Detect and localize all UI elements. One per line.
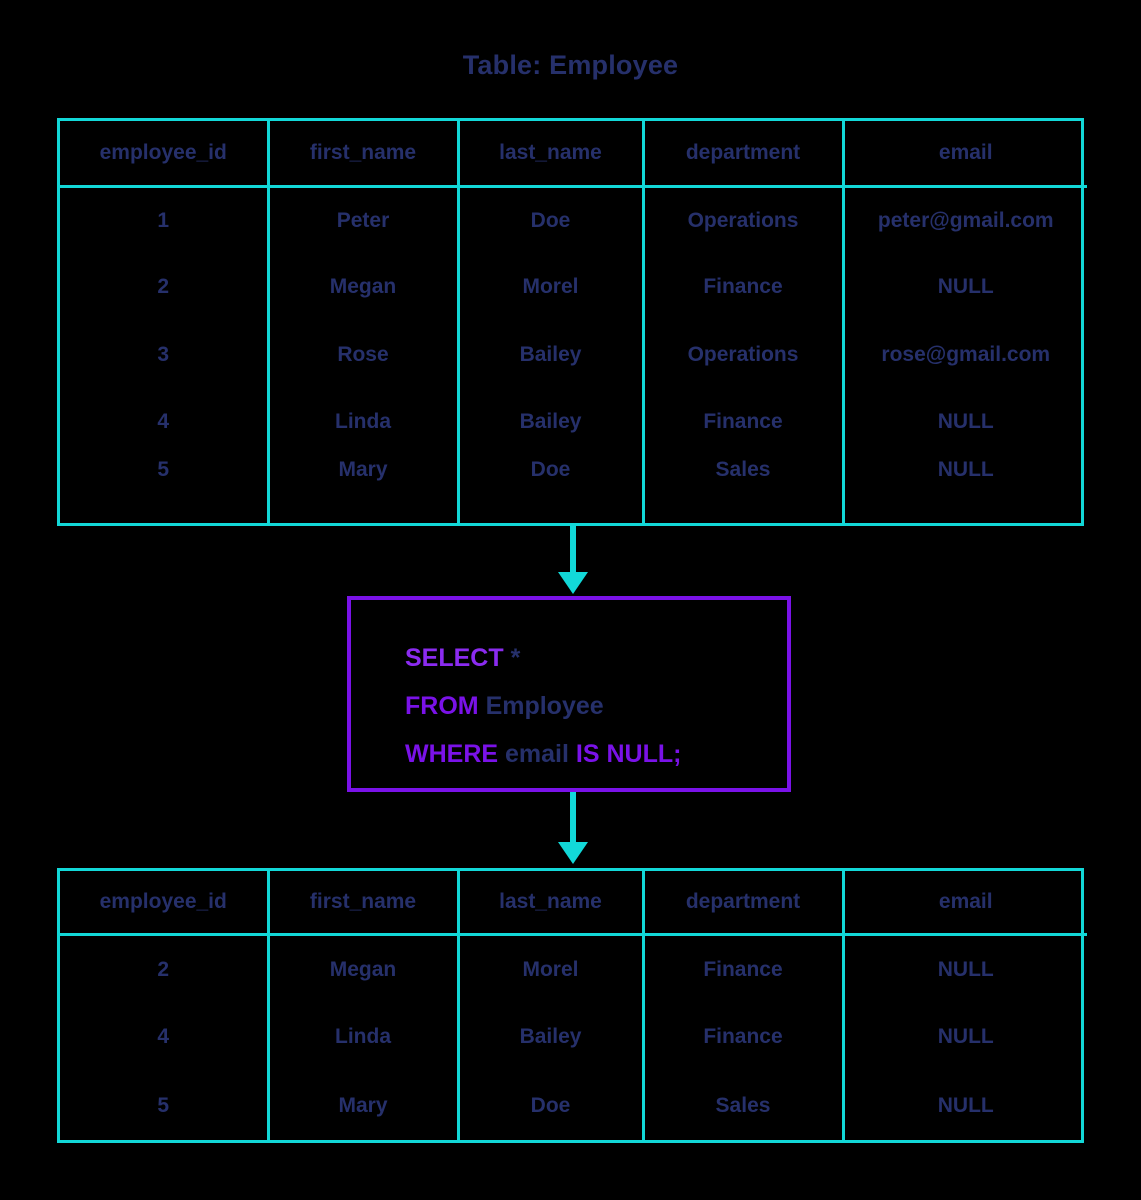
cell-department: Finance [641,934,845,1003]
sql-column-name: email [505,740,569,768]
source-table-body: 1 Peter Doe Operations peter@gmail.com 2… [60,186,1087,523]
table-row: 4 Linda Bailey Finance NULL [60,388,1087,456]
cell-first-name: Mary [266,455,460,523]
cell-email: NULL [841,455,1087,523]
cell-employee-id: 1 [60,186,270,254]
cell-last-name: Doe [456,455,645,523]
arrow-head [558,572,588,594]
cell-employee-id: 5 [60,455,270,523]
column-header-email: email [841,871,1087,936]
table-row: 2 Megan Morel Finance NULL [60,253,1087,322]
sql-line-select: SELECT * [405,634,681,682]
cell-department: Finance [641,388,845,456]
cell-department: Operations [641,321,845,389]
sql-keyword-where: WHERE [405,740,499,768]
cell-employee-id: 2 [60,934,270,1003]
sql-query-box: SELECT * FROM Employee WHERE email IS NU… [347,596,791,792]
cell-first-name: Peter [266,186,460,254]
column-header-department: department [641,121,845,188]
result-table-header: employee_id first_name last_name departm… [60,871,1087,936]
column-header-employee-id: employee_id [60,871,270,936]
cell-employee-id: 4 [60,388,270,456]
sql-line-where: WHERE email IS NULL; [405,730,681,778]
cell-first-name: Linda [266,388,460,456]
cell-last-name: Bailey [456,1003,645,1072]
cell-first-name: Mary [266,1071,460,1140]
table-header-row: employee_id first_name last_name departm… [60,871,1087,936]
cell-last-name: Bailey [456,321,645,389]
column-header-last-name: last_name [456,871,645,936]
sql-line-from: FROM Employee [405,682,681,730]
column-header-email: email [841,121,1087,188]
cell-department: Sales [641,1071,845,1140]
cell-employee-id: 3 [60,321,270,389]
cell-email: rose@gmail.com [841,321,1087,389]
cell-last-name: Doe [456,1071,645,1140]
source-table-grid: employee_id first_name last_name departm… [60,121,1087,523]
sql-keyword-is-null: IS NULL [575,740,674,768]
cell-department: Operations [641,186,845,254]
table-row: 3 Rose Bailey Operations rose@gmail.com [60,321,1087,389]
sql-keyword-from: FROM [405,692,479,720]
result-table-grid: employee_id first_name last_name departm… [60,871,1087,1140]
cell-employee-id: 4 [60,1003,270,1072]
cell-first-name: Megan [266,253,460,322]
down-arrow-icon [553,792,593,868]
table-row: 4 Linda Bailey Finance NULL [60,1003,1087,1072]
cell-first-name: Rose [266,321,460,389]
sql-query-text: SELECT * FROM Employee WHERE email IS NU… [405,634,681,778]
sql-table-name: Employee [485,692,604,720]
table-row: 5 Mary Doe Sales NULL [60,1071,1087,1140]
sql-star-operand: * [510,644,521,672]
arrow-head [558,842,588,864]
cell-email: NULL [841,253,1087,322]
column-header-department: department [641,871,845,936]
cell-email: NULL [841,1071,1087,1140]
cell-email: NULL [841,388,1087,456]
table-header-row: employee_id first_name last_name departm… [60,121,1087,188]
sql-terminator: ; [673,740,682,768]
cell-employee-id: 2 [60,253,270,322]
down-arrow-icon [553,526,593,596]
sql-keyword-select: SELECT [405,644,504,672]
source-table: employee_id first_name last_name departm… [57,118,1087,526]
cell-email: peter@gmail.com [841,186,1087,254]
cell-department: Finance [641,253,845,322]
table-row: 5 Mary Doe Sales NULL [60,455,1087,523]
cell-department: Finance [641,1003,845,1072]
cell-department: Sales [641,455,845,523]
cell-last-name: Bailey [456,388,645,456]
cell-employee-id: 5 [60,1071,270,1140]
cell-last-name: Morel [456,253,645,322]
column-header-first-name: first_name [266,871,460,936]
cell-last-name: Morel [456,934,645,1003]
column-header-last-name: last_name [456,121,645,188]
cell-email: NULL [841,934,1087,1003]
column-header-employee-id: employee_id [60,121,270,188]
cell-first-name: Megan [266,934,460,1003]
cell-last-name: Doe [456,186,645,254]
table-row: 1 Peter Doe Operations peter@gmail.com [60,186,1087,254]
source-table-header: employee_id first_name last_name departm… [60,121,1087,188]
result-table: employee_id first_name last_name departm… [57,868,1087,1143]
page-title: Table: Employee [462,50,679,80]
cell-email: NULL [841,1003,1087,1072]
table-row: 2 Megan Morel Finance NULL [60,934,1087,1003]
column-header-first-name: first_name [266,121,460,188]
arrow-shaft [570,526,576,574]
arrow-shaft [570,792,576,844]
result-table-body: 2 Megan Morel Finance NULL 4 Linda Baile… [60,934,1087,1140]
cell-first-name: Linda [266,1003,460,1072]
